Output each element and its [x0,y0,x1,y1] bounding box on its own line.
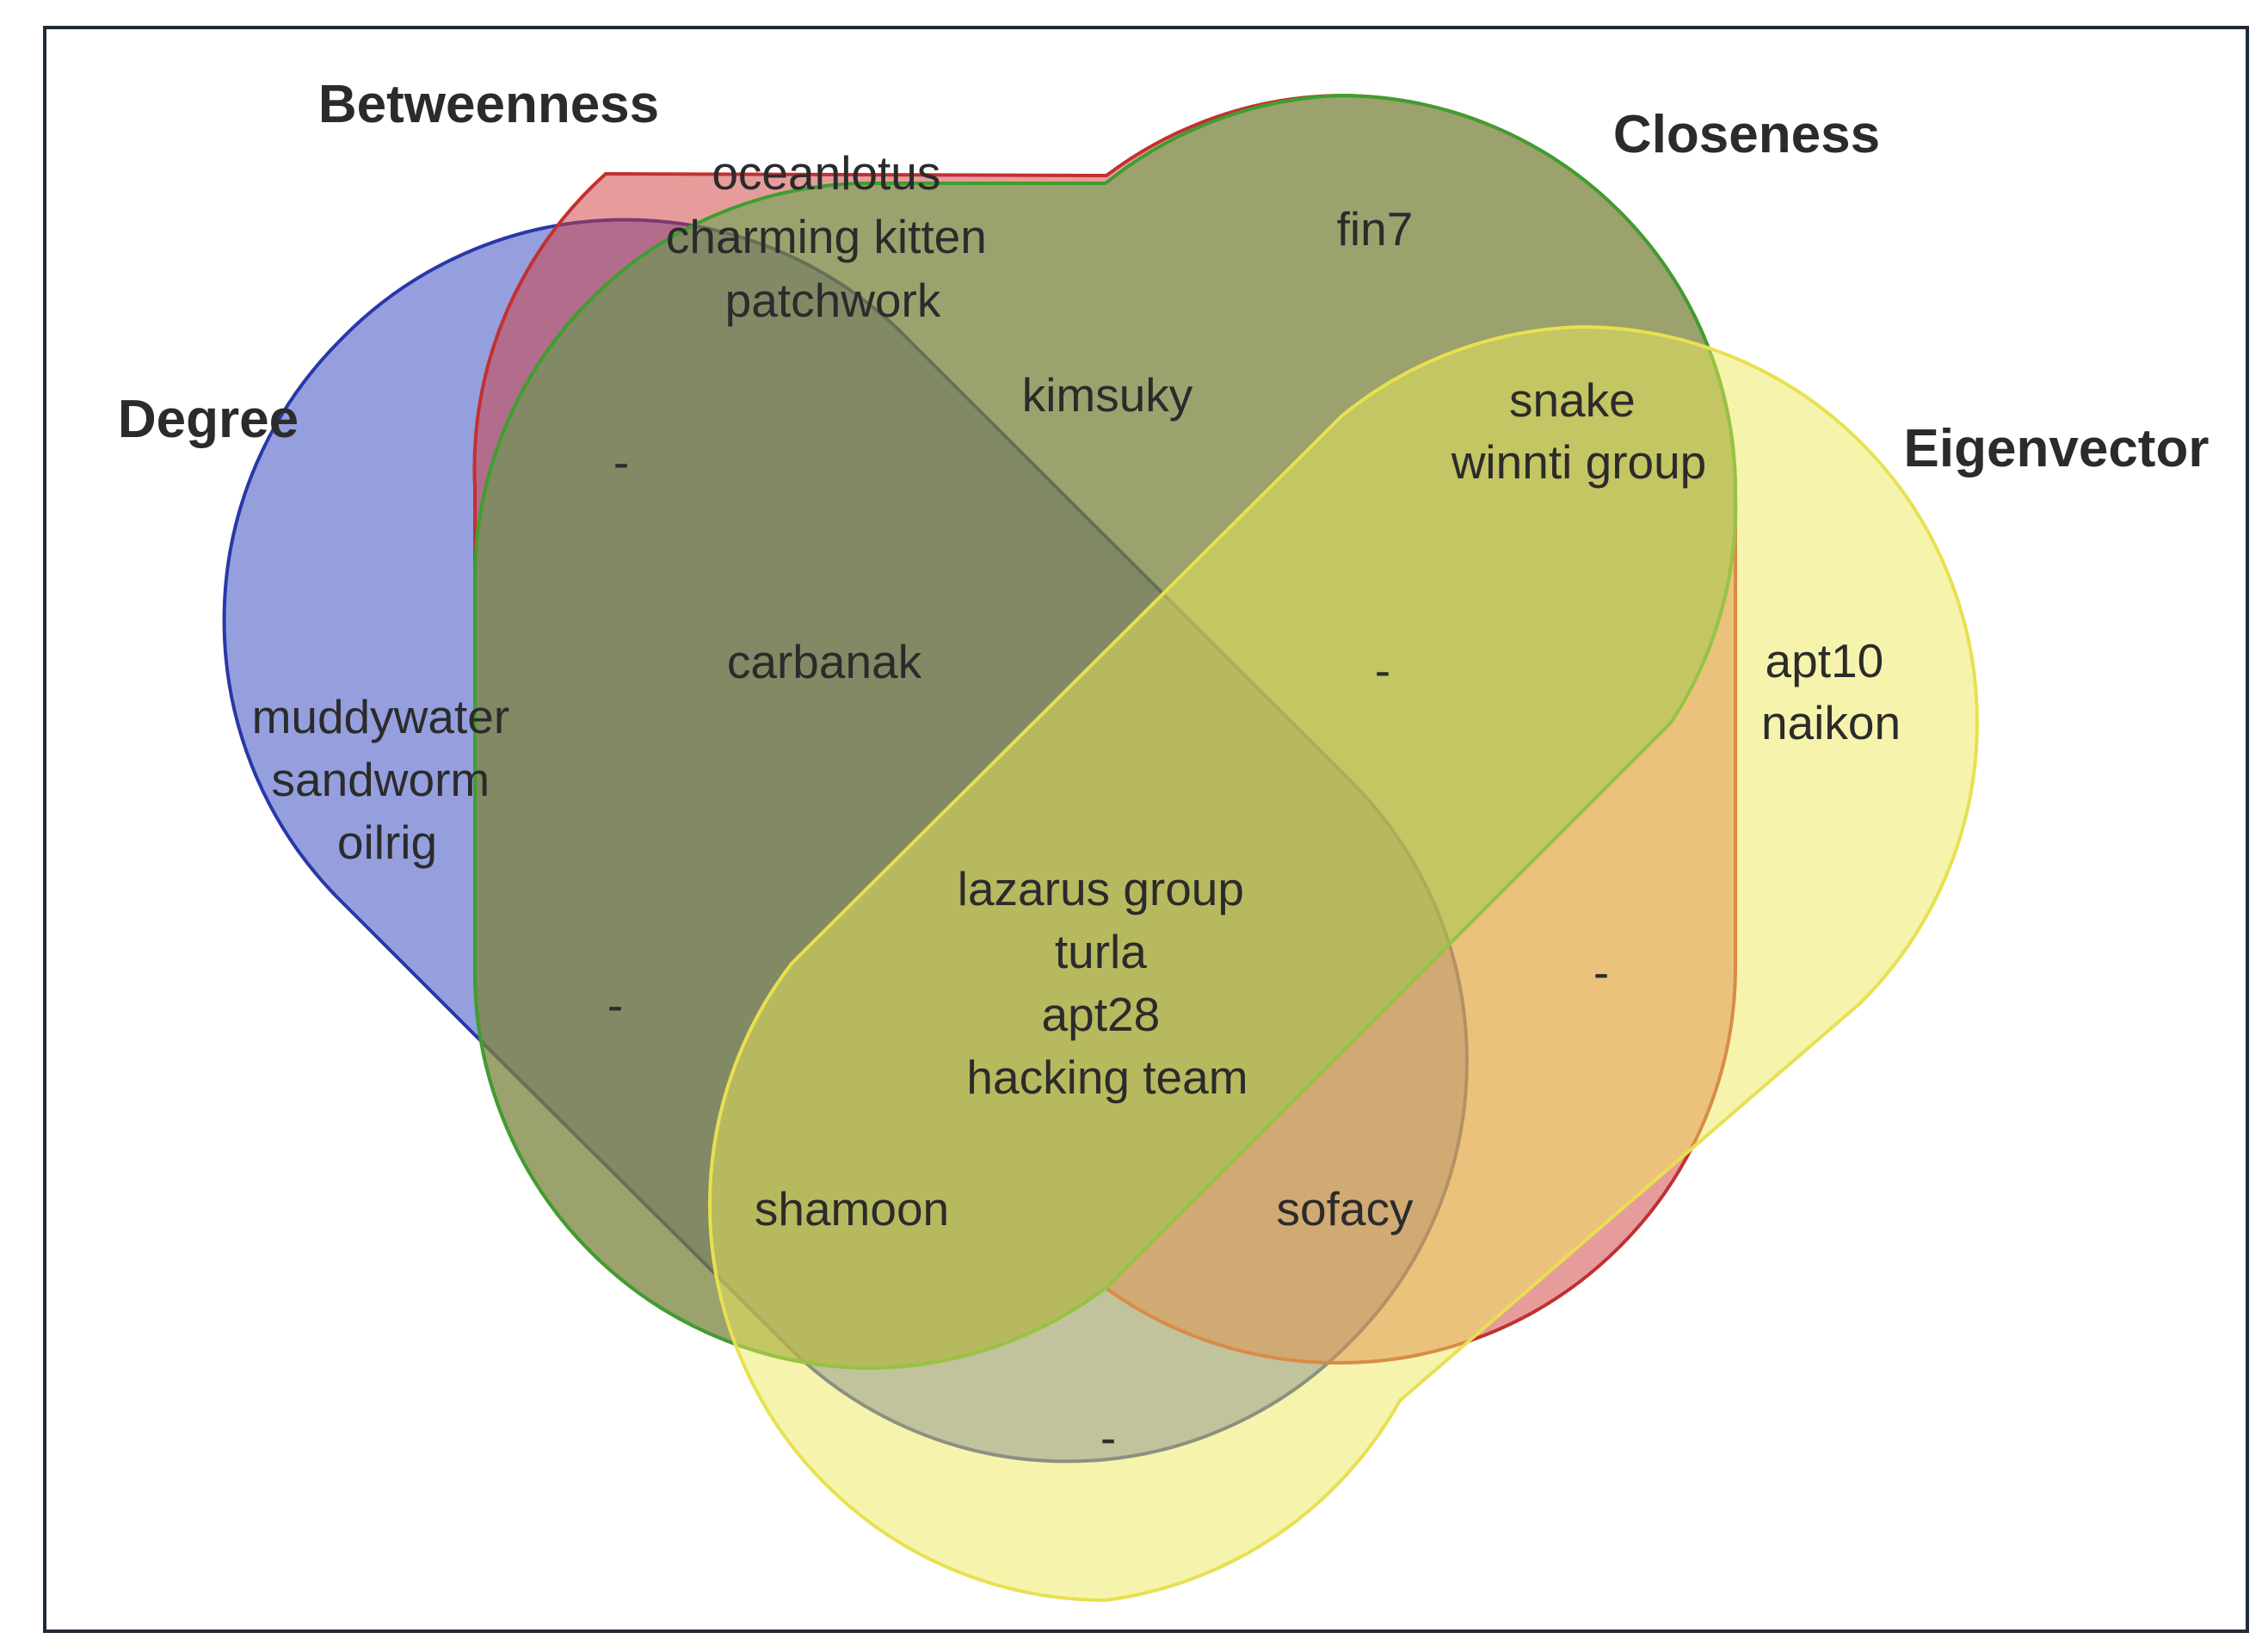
region-item: - [613,435,629,489]
region-label-degree-betweenness: - [613,435,629,489]
region-item: - [607,978,623,1032]
region-item: lazarus group [958,862,1244,915]
region-item: kimsuky [1022,368,1193,422]
region-item: muddywater [252,690,510,743]
region-label-degree-closeness: - [607,978,623,1032]
region-label-degree-eigenvector: - [1100,1411,1116,1464]
set-titles: Betweenness Closeness Degree Eigenvector [118,75,2209,478]
region-item: apt10 [1766,634,1884,687]
region-label-closeness-eigenvector: snake winnti group [1451,373,1707,489]
region-label-betweenness-eigenvector: - [1593,946,1609,999]
region-label-degree-betweenness-eigenvector: sofacy [1277,1182,1414,1235]
region-label-degree-only: muddywater sandworm oilrig [252,690,523,869]
region-label-betweenness-only: oceanlotus charming kitten patchwork [666,146,1000,327]
region-item: turla [1055,925,1147,978]
set-title-betweenness: Betweenness [318,75,659,134]
region-item: oceanlotus [712,146,940,200]
set-title-degree: Degree [118,390,299,449]
region-label-betweenness-closeness: kimsuky [1022,368,1193,422]
region-item: winnti group [1451,435,1707,489]
region-item: - [1100,1411,1116,1464]
region-item: fin7 [1337,202,1414,256]
region-label-closeness-only: fin7 [1337,202,1414,256]
region-item: apt28 [1042,988,1161,1041]
region-label-eigenvector-only: apt10 naikon [1761,634,1901,749]
region-label-all-four: lazarus group turla apt28 hacking team [958,862,1258,1104]
region-item: oilrig [337,816,437,869]
venn-shapes [222,93,1980,1603]
region-item: - [1375,644,1390,697]
region-item: sandworm [272,753,490,806]
set-shape-eigenvector [707,324,1980,1603]
region-labels: oceanlotus charming kitten patchwork fin… [252,146,1901,1464]
region-item: naikon [1761,696,1901,749]
region-label-degree-betweenness-closeness: carbanak [727,635,922,688]
region-item: carbanak [727,635,922,688]
set-title-closeness: Closeness [1613,105,1880,164]
set-title-eigenvector: Eigenvector [1904,419,2209,478]
region-label-degree-closeness-eigenvector: shamoon [755,1182,949,1235]
region-item: patchwork [725,274,941,327]
region-item: sofacy [1277,1182,1414,1235]
region-item: hacking team [966,1050,1248,1104]
region-item: snake [1509,373,1636,427]
region-item: charming kitten [666,210,987,263]
region-item: shamoon [755,1182,949,1235]
region-item: - [1593,946,1609,999]
region-label-betweenness-closeness-eigenvector: - [1375,644,1390,697]
